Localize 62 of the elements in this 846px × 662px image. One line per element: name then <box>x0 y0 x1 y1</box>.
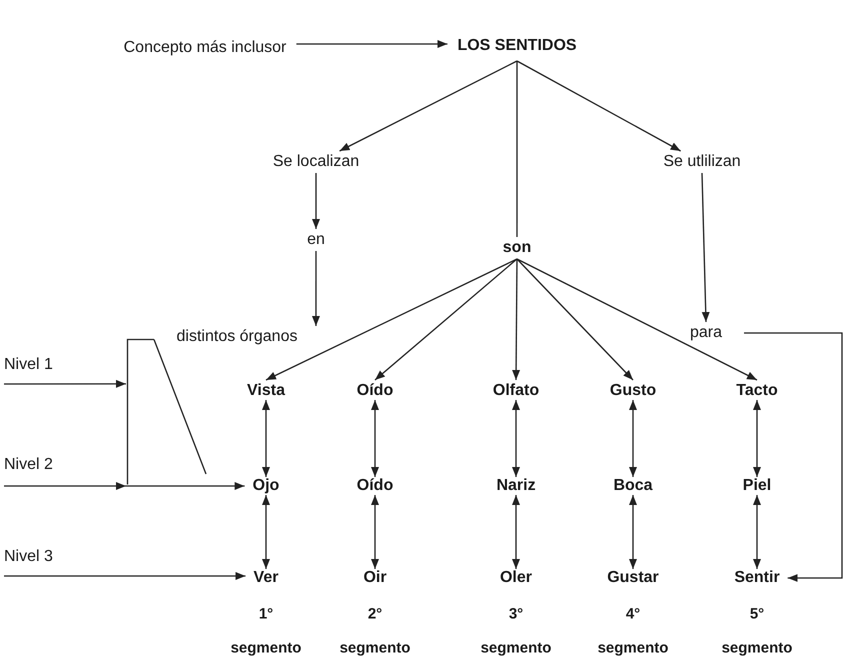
concept-text: Sentir <box>734 569 780 587</box>
concept-text: Tacto <box>736 382 778 400</box>
concept-text: Nariz <box>496 477 536 495</box>
concept-text: Gustar <box>607 569 659 587</box>
arrow <box>296 40 448 48</box>
ordinal-label: 5° <box>750 606 764 622</box>
concept-text: Ojo <box>252 477 280 495</box>
segment-label: segmento <box>230 640 302 656</box>
concept-text: Concepto más inclusor <box>124 39 286 57</box>
ordinal-label: 4° <box>626 606 640 622</box>
arrow <box>701 172 710 322</box>
arrow <box>4 572 246 580</box>
arrow <box>371 400 379 477</box>
concept-text: para <box>690 324 722 342</box>
concept-text: LOS SENTIDOS <box>457 37 577 55</box>
concept-text: Nivel 3 <box>4 548 54 566</box>
segment-label: segmento <box>722 640 792 656</box>
arrow <box>4 380 126 388</box>
concept-text: Se localizan <box>272 153 360 171</box>
segment-label: segmento <box>340 640 410 656</box>
arrow <box>629 400 637 477</box>
arrow <box>262 495 270 569</box>
arrow <box>4 482 126 490</box>
arrow <box>371 495 379 569</box>
arrow <box>753 495 761 569</box>
arrow <box>312 173 320 229</box>
arrow <box>266 258 518 381</box>
concept-text: Vista <box>247 382 285 400</box>
segment-label: segmento <box>598 640 668 656</box>
ordinal-label: 1° <box>258 606 274 622</box>
concept-text: Olfato <box>492 382 540 400</box>
concept-text: distintos órganos <box>176 328 298 346</box>
concept-text: Piel <box>742 477 772 495</box>
concept-text: Ver <box>254 569 278 587</box>
concept-text: Se utlilizan <box>663 153 741 171</box>
concept-text: Nivel 2 <box>4 456 54 474</box>
segment-label: segmento <box>480 640 552 656</box>
arrow <box>262 400 270 477</box>
arrow <box>753 400 761 477</box>
arrow <box>516 258 634 380</box>
ordinal-label: 2° <box>368 606 382 622</box>
concept-text: Oir <box>363 569 387 587</box>
arrow <box>744 332 843 582</box>
concept-text: Oler <box>500 569 532 587</box>
arrow <box>512 259 520 380</box>
arrow <box>374 258 518 380</box>
concept-text: Oído <box>356 382 394 400</box>
concept-text: en <box>307 231 325 249</box>
arrow <box>126 482 245 490</box>
concept-text: son <box>502 239 532 257</box>
concept-text: Boca <box>613 477 653 495</box>
arrow <box>629 495 637 569</box>
arrow <box>512 495 520 569</box>
concept-text: Gusto <box>610 382 656 400</box>
arrow <box>516 258 758 381</box>
arrow <box>312 251 320 326</box>
concept-text: Oído <box>356 477 394 495</box>
ordinal-label: 3° <box>508 606 524 622</box>
arrow <box>516 60 681 152</box>
concept-text: Nivel 1 <box>4 356 54 374</box>
arrow <box>512 400 520 477</box>
arrow <box>339 60 518 152</box>
